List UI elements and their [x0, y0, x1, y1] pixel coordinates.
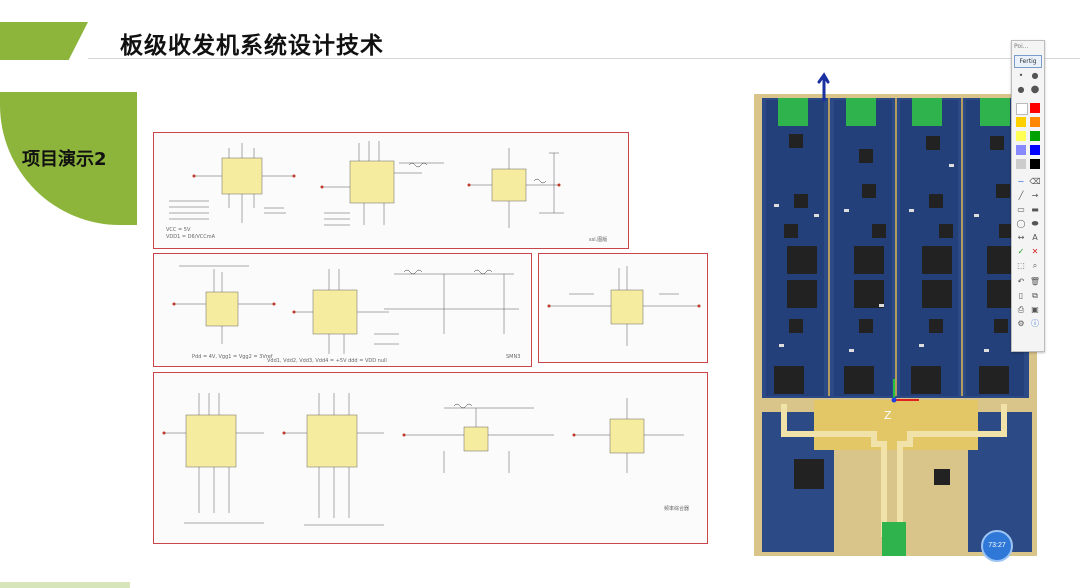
pen-xlarge-icon[interactable]: ●	[1030, 84, 1040, 95]
title-divider	[88, 58, 1080, 59]
schematic-panel-top: VCC = 5V VDD1 = D6/VCCmA ssl.图版	[153, 132, 629, 249]
timer-badge: 73:27	[981, 530, 1013, 562]
text-tool-icon[interactable]: A	[1032, 233, 1038, 242]
schematic-drawing-top	[169, 141, 564, 228]
cross-icon[interactable]: ✕	[1031, 247, 1039, 256]
freehand-icon[interactable]: ∼	[1017, 177, 1025, 186]
filled-rectangle-icon[interactable]: ▬	[1031, 205, 1039, 214]
color-yellow-swatch[interactable]	[1016, 117, 1026, 127]
schematic-caption-bottom: 频率综合器	[664, 506, 690, 512]
ellipse-icon[interactable]: ◯	[1016, 219, 1026, 228]
board-axis-label: Z	[884, 409, 892, 422]
arrow-line-icon[interactable]: →	[1031, 191, 1039, 200]
pen-annotation-arrow	[817, 72, 830, 102]
schematic-drawing-middle-right	[547, 266, 701, 346]
schematic-drawing-bottom	[162, 393, 684, 526]
line-icon[interactable]: ╱	[1018, 191, 1024, 200]
schematic-caption-bias: Pdd = 4V, Vgg1 = Vgg2 = 3Vref	[192, 354, 273, 360]
schematic-caption-vcc: VCC = 5V	[166, 227, 191, 233]
schematic-panel-middle-right	[538, 253, 708, 363]
info-icon[interactable]: ⓘ	[1031, 319, 1039, 328]
settings-icon[interactable]: ⚙	[1017, 319, 1025, 328]
color-blue-swatch[interactable]	[1030, 145, 1040, 155]
finish-button[interactable]: Fertig	[1014, 55, 1042, 68]
select-icon[interactable]: ⬚	[1017, 261, 1025, 270]
color-green-swatch[interactable]	[1030, 131, 1040, 141]
new-page-icon[interactable]: ▯	[1018, 291, 1024, 300]
clear-icon[interactable]: ↶	[1017, 277, 1025, 286]
slide-title: 板级收发机系统设计技术	[120, 33, 384, 59]
pen-large-icon[interactable]: ●	[1017, 85, 1025, 94]
section-label: 项目演示2	[22, 149, 107, 170]
pcb-board-drawing: Z	[754, 74, 1037, 556]
bottom-accent	[0, 582, 130, 588]
trash-icon[interactable]: 🗑	[1029, 277, 1041, 286]
schematic-panel-middle-left: Pdd = 4V, Vgg1 = Vgg2 = 3Vref Vdd1, Vdd2…	[153, 253, 532, 367]
color-lightyellow-swatch[interactable]	[1016, 131, 1026, 141]
color-red-swatch[interactable]	[1030, 103, 1040, 113]
schematic-caption-top: ssl.图版	[589, 237, 608, 243]
check-icon[interactable]: ✓	[1017, 247, 1025, 256]
color-black-swatch[interactable]	[1030, 159, 1040, 169]
print-icon[interactable]: ⎙	[1017, 305, 1025, 314]
copy-icon[interactable]: ⧉	[1032, 291, 1038, 300]
schematic-drawing-middle-left	[172, 265, 519, 354]
schematic-tag: SMN3	[506, 354, 521, 360]
title-accent-band	[0, 22, 88, 60]
schematic-panel-bottom: 频率综合器	[153, 372, 708, 544]
double-arrow-icon[interactable]: ↔	[1017, 233, 1025, 242]
color-lightblue-swatch[interactable]	[1016, 145, 1026, 155]
pcb-board-image: Z	[754, 74, 1037, 556]
toolbar-title: Poi...	[1014, 43, 1029, 50]
zoom-icon[interactable]: ⌕	[1032, 261, 1038, 270]
schematic-caption-supply: Vdd1, Vdd2, Vdd3, Vdd4 = +5V ddd = VDD n…	[267, 358, 387, 364]
pen-small-icon[interactable]: •	[1018, 71, 1024, 80]
color-orange-swatch[interactable]	[1030, 117, 1040, 127]
pen-medium-icon[interactable]: ●	[1031, 71, 1039, 80]
color-gray-swatch[interactable]	[1016, 159, 1026, 169]
annotation-toolbar[interactable]: Poi... Fertig • ● ● ● ∼ ⌫ ╱ → ▭ ▬ ◯ ⬬ ↔ …	[1011, 40, 1045, 352]
save-icon[interactable]: ▣	[1031, 305, 1039, 314]
schematic-caption-vdd: VDD1 = D6/VCCmA	[166, 234, 216, 240]
rectangle-icon[interactable]: ▭	[1017, 205, 1025, 214]
eraser-icon[interactable]: ⌫	[1029, 177, 1041, 186]
filled-ellipse-icon[interactable]: ⬬	[1031, 219, 1039, 228]
color-white-swatch[interactable]	[1016, 103, 1028, 115]
